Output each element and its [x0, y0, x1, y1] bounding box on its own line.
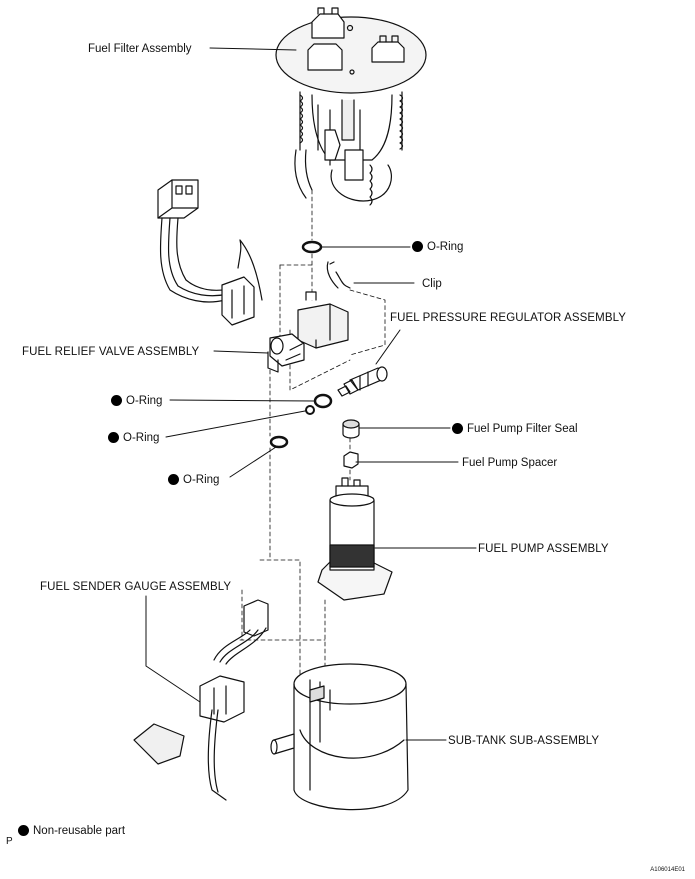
fuel-filter-assembly-drawing — [275, 7, 427, 206]
label-text: Fuel Pump Spacer — [462, 457, 558, 469]
legend-marker: P — [6, 836, 13, 847]
leader-lines — [145, 47, 477, 741]
label-o-ring-2: O-Ring — [108, 431, 159, 445]
label-fuel-pump-spacer: Fuel Pump Spacer — [462, 456, 557, 470]
fuel-pump-filter-seal-drawing — [342, 419, 360, 439]
o-ring-1-part — [313, 393, 333, 409]
label-text: O-Ring — [126, 395, 163, 407]
legend-text: Non-reusable part — [33, 825, 126, 837]
fuel-sender-gauge-drawing — [133, 599, 269, 801]
non-reusable-dot-icon — [412, 241, 423, 252]
clip-part — [326, 261, 351, 289]
sub-tank-drawing — [270, 663, 409, 811]
label-text: Clip — [422, 278, 442, 290]
label-text: O-Ring — [183, 474, 220, 486]
o-ring-top-part — [301, 240, 323, 254]
label-text: FUEL RELIEF VALVE ASSEMBLY — [22, 346, 200, 358]
label-text: FUEL PRESSURE REGULATOR ASSEMBLY — [390, 312, 627, 324]
fuel-pressure-regulator-drawing — [337, 366, 388, 397]
label-fuel-relief-valve-assembly: FUEL RELIEF VALVE ASSEMBLY — [22, 345, 199, 359]
label-fuel-pump-assembly: FUEL PUMP ASSEMBLY — [478, 542, 609, 556]
label-text: SUB-TANK SUB-ASSEMBLY — [448, 735, 600, 747]
figure-id: A106014E01 — [650, 867, 685, 873]
o-ring-3-part — [269, 435, 289, 449]
o-ring-2-part — [305, 405, 315, 415]
label-fuel-pressure-regulator-assembly: FUEL PRESSURE REGULATOR ASSEMBLY — [390, 311, 626, 325]
label-text: FUEL SENDER GAUGE ASSEMBLY — [40, 581, 232, 593]
label-text: O-Ring — [427, 241, 464, 253]
wire-harness-drawing — [157, 179, 263, 326]
label-text: FUEL PUMP ASSEMBLY — [478, 543, 609, 555]
fuel-pump-spacer-drawing — [343, 451, 359, 469]
label-o-ring-top: O-Ring — [412, 240, 463, 254]
fuel-relief-valve-drawing — [267, 291, 349, 373]
fuel-pump-assembly-drawing — [317, 477, 393, 601]
label-o-ring-3: O-Ring — [168, 473, 219, 487]
label-fuel-pump-filter-seal: Fuel Pump Filter Seal — [452, 422, 578, 436]
label-text: Fuel Pump Filter Seal — [467, 423, 578, 435]
label-text: O-Ring — [123, 432, 160, 444]
non-reusable-dot-icon — [168, 474, 179, 485]
label-text: Fuel Filter Assembly — [88, 43, 192, 55]
legend-non-reusable: Non-reusable part — [18, 824, 125, 838]
non-reusable-dot-icon — [108, 432, 119, 443]
label-sub-tank-sub-assembly: SUB-TANK SUB-ASSEMBLY — [448, 734, 599, 748]
non-reusable-dot-icon — [452, 423, 463, 434]
label-fuel-filter-assembly: Fuel Filter Assembly — [88, 42, 192, 56]
non-reusable-dot-icon — [111, 395, 122, 406]
label-fuel-sender-gauge-assembly: FUEL SENDER GAUGE ASSEMBLY — [40, 580, 231, 594]
non-reusable-dot-icon — [18, 825, 29, 836]
label-clip: Clip — [422, 277, 442, 291]
label-o-ring-1: O-Ring — [111, 394, 162, 408]
